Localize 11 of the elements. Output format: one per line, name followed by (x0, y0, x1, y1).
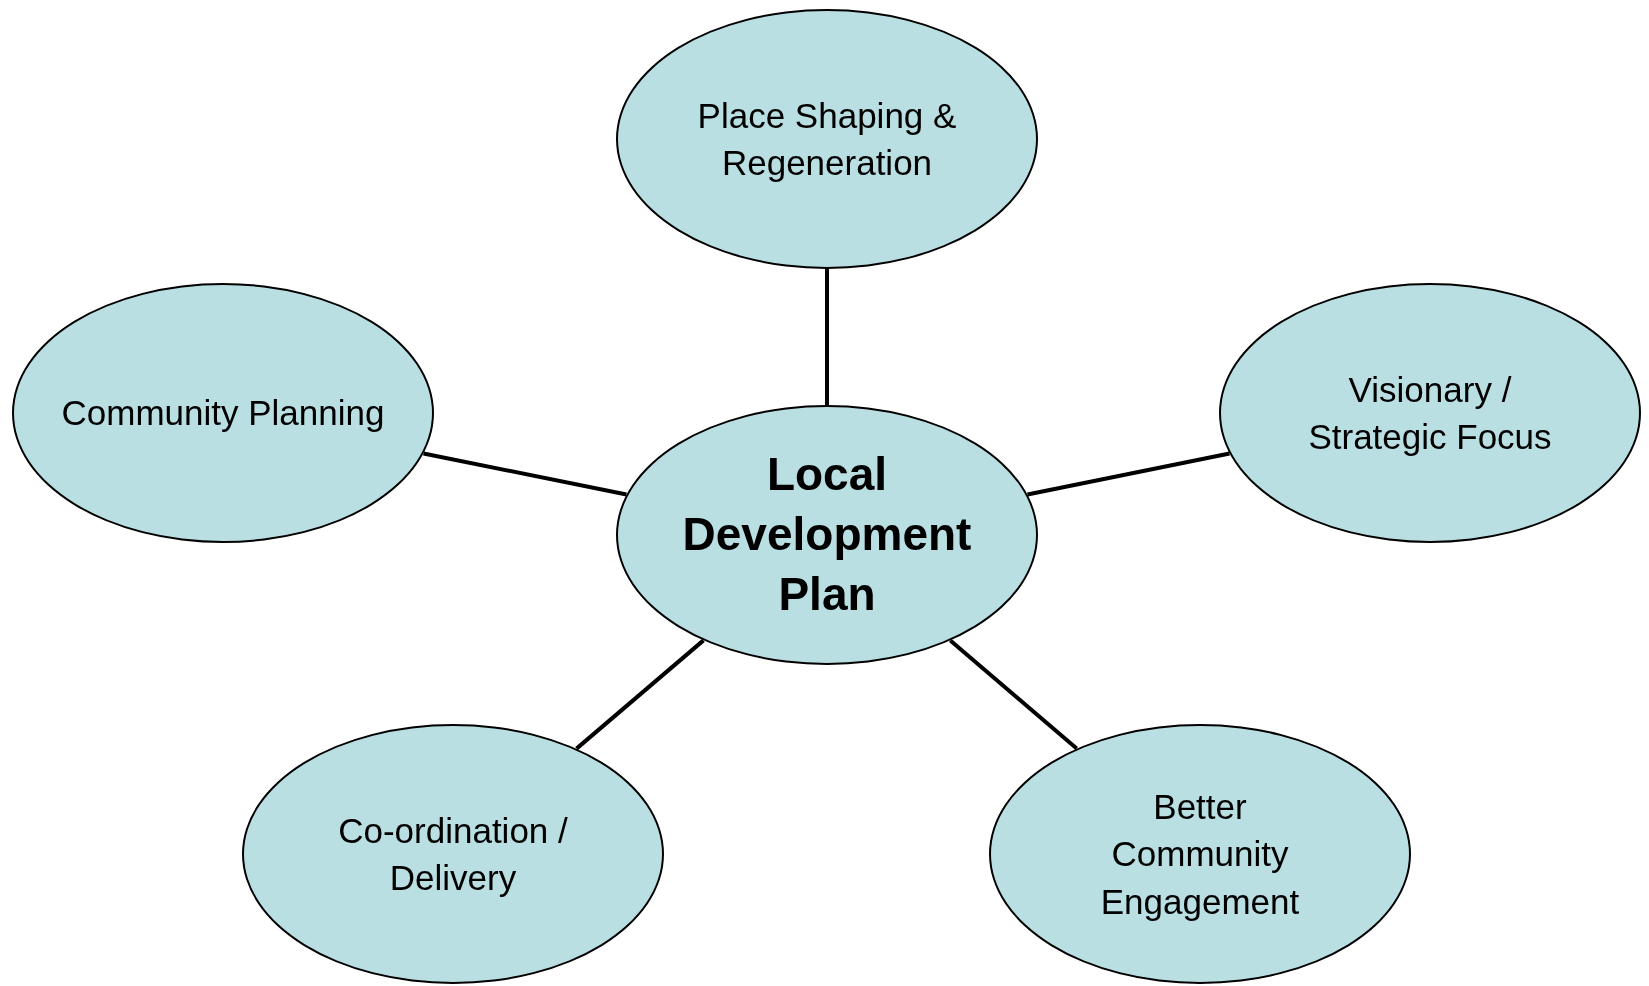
connector-line (423, 451, 627, 497)
connector-line (1027, 451, 1230, 497)
topic-label: Co-ordination / Delivery (337, 809, 569, 899)
topic-label: Place Shaping & Regeneration (696, 94, 958, 184)
connector-line (949, 638, 1078, 751)
topic-label: Better Community Engagement (1099, 786, 1301, 923)
connector-line (825, 269, 829, 405)
topic-label: Visionary / Strategic Focus (1307, 368, 1553, 458)
topic-label: Community Planning (61, 392, 385, 435)
topic-label: Local Development Plan (681, 447, 973, 622)
connector-line (575, 638, 705, 751)
